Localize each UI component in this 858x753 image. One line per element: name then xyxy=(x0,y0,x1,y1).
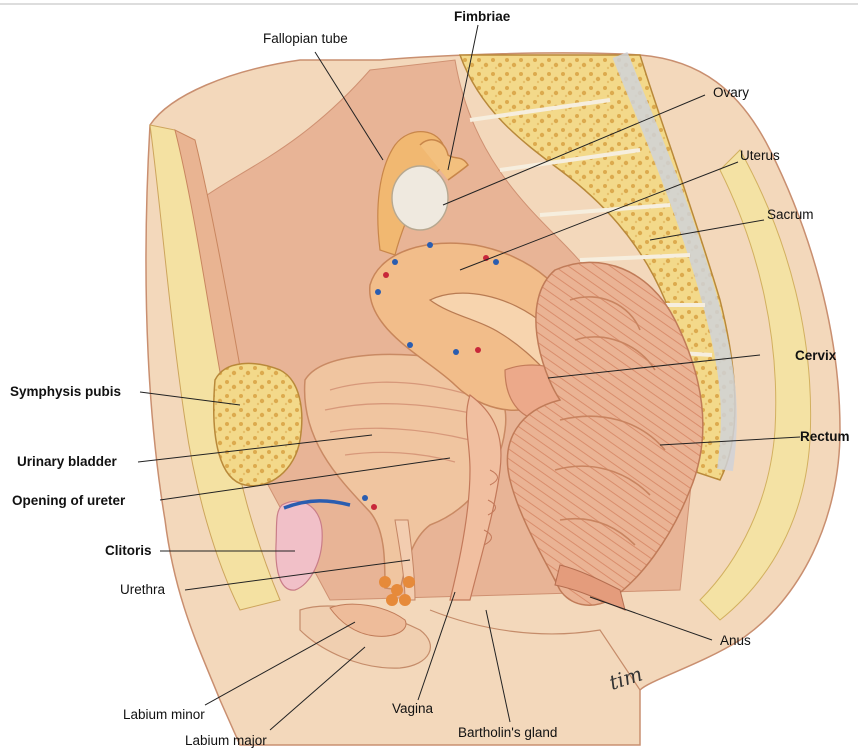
ovary xyxy=(392,166,448,230)
label-labium-minor: Labium minor xyxy=(123,707,205,722)
label-sacrum: Sacrum xyxy=(767,207,814,222)
label-bartholins-gland: Bartholin's gland xyxy=(458,725,557,740)
vessel-dot xyxy=(362,495,368,501)
symphysis-pubis-bone xyxy=(214,363,302,485)
label-urinary-bladder: Urinary bladder xyxy=(17,454,118,469)
label-ovary: Ovary xyxy=(713,85,749,100)
label-fallopian-tube: Fallopian tube xyxy=(263,31,348,46)
label-labium-major: Labium major xyxy=(185,733,267,748)
label-cervix: Cervix xyxy=(795,348,837,363)
label-opening-of-ureter: Opening of ureter xyxy=(12,493,126,508)
label-vagina: Vagina xyxy=(392,701,434,716)
label-clitoris: Clitoris xyxy=(105,543,152,558)
label-fimbriae: Fimbriae xyxy=(454,9,511,24)
label-uterus: Uterus xyxy=(740,148,780,163)
label-symphysis-pubis: Symphysis pubis xyxy=(10,384,121,399)
vessel-dot xyxy=(371,504,377,510)
label-anus: Anus xyxy=(720,633,751,648)
label-urethra: Urethra xyxy=(120,582,166,597)
label-rectum: Rectum xyxy=(800,429,850,444)
